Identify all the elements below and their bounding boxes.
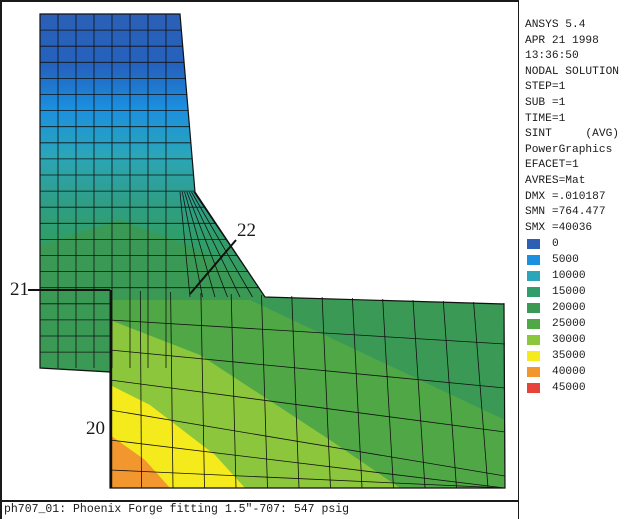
mesh-line xyxy=(442,300,457,489)
body-outline xyxy=(39,13,506,489)
mesh-line xyxy=(261,294,268,489)
info-line: ANSYS 5.4 xyxy=(525,19,586,31)
legend-row: 15000 xyxy=(525,284,586,300)
legend-value: 25000 xyxy=(552,318,586,331)
mesh-line xyxy=(109,319,506,345)
callout-22: 22 xyxy=(237,220,256,241)
path-line-22 xyxy=(189,239,237,295)
callout-20: 20 xyxy=(86,418,105,439)
legend-swatch xyxy=(527,319,540,330)
frame-top-border xyxy=(0,0,519,2)
legend-swatch xyxy=(527,383,540,394)
info-line: SUB =1 xyxy=(525,96,566,109)
legend-value: 20000 xyxy=(552,302,586,315)
legend-value: 10000 xyxy=(552,270,586,283)
legend-value: 35000 xyxy=(552,350,586,363)
mesh-line xyxy=(291,295,300,489)
legend-row: 20000 xyxy=(525,300,586,316)
mesh-line xyxy=(412,299,426,489)
legend-swatch xyxy=(527,287,540,298)
mesh-line xyxy=(181,191,203,298)
legend-value: 5000 xyxy=(552,254,579,267)
mesh-line xyxy=(109,379,506,433)
mesh-line xyxy=(170,291,174,489)
mesh-line xyxy=(109,349,506,389)
legend-swatch xyxy=(527,367,540,378)
info-line: STEP=1 xyxy=(525,81,566,94)
mesh-line xyxy=(109,409,506,477)
info-line: PowerGraphics xyxy=(525,143,613,156)
info-line: TIME=1 xyxy=(525,112,566,125)
legend-row: 35000 xyxy=(525,348,586,364)
legend-row: 40000 xyxy=(525,364,586,380)
mesh-line xyxy=(139,290,142,489)
mesh-line xyxy=(382,298,394,489)
mesh-line xyxy=(186,191,228,298)
legend-value: 45000 xyxy=(552,382,586,395)
mesh-line xyxy=(188,191,241,298)
info-line: AVRES=Mat xyxy=(525,174,586,187)
flange-orange-band xyxy=(110,435,170,488)
info-line: NODAL SOLUTION xyxy=(525,65,619,78)
legend-row: 45000 xyxy=(525,380,586,396)
legend-swatch xyxy=(527,255,540,266)
legend-swatch xyxy=(527,271,540,282)
fe-mesh-contour-plot xyxy=(28,13,506,489)
contour-legend: 0 5000 10000 15000 20000 25000 30000 35000 40000… xyxy=(525,236,633,396)
mesh-line xyxy=(230,293,237,489)
legend-value: 15000 xyxy=(552,286,586,299)
plot-caption: ph707_01: Phoenix Forge fitting 1.5"-707… xyxy=(4,503,350,516)
info-line: SMN =764.477 xyxy=(525,206,606,219)
info-line: SINT (AVG) xyxy=(525,128,619,141)
mesh-line xyxy=(109,439,506,489)
legend-swatch xyxy=(527,303,540,314)
frame-bottom-border xyxy=(0,500,519,502)
neck-left-green xyxy=(40,300,110,368)
frame-left-border xyxy=(0,0,2,519)
legend-swatch xyxy=(527,351,540,362)
callout-21: 21 xyxy=(10,279,29,300)
info-line: APR 21 1998 xyxy=(525,34,599,47)
legend-swatch xyxy=(527,239,540,250)
legend-row: 0 xyxy=(525,236,559,252)
info-line: SMX =40036 xyxy=(525,221,593,234)
info-line: EFACET=1 xyxy=(525,159,579,172)
neck-green-band xyxy=(40,220,270,300)
legend-row: 25000 xyxy=(525,316,586,332)
mesh-line xyxy=(191,191,253,298)
mesh-line xyxy=(352,297,363,489)
legend-swatch xyxy=(527,335,540,346)
legend-row: 30000 xyxy=(525,332,586,348)
mesh-line xyxy=(473,301,489,489)
legend-value: 30000 xyxy=(552,334,586,347)
legend-row: 5000 xyxy=(525,252,579,268)
legend-value: 40000 xyxy=(552,366,586,379)
mesh-line xyxy=(179,191,191,298)
legend-value: 0 xyxy=(552,238,559,251)
mesh-line xyxy=(321,296,331,489)
mesh-line xyxy=(109,469,506,489)
frame-right-border xyxy=(518,0,519,519)
legend-row: 10000 xyxy=(525,268,586,284)
mesh-grid-lines xyxy=(40,13,506,489)
mesh-line xyxy=(184,191,216,298)
info-line: DMX =.010187 xyxy=(525,190,606,203)
info-line: 13:36:50 xyxy=(525,50,579,63)
